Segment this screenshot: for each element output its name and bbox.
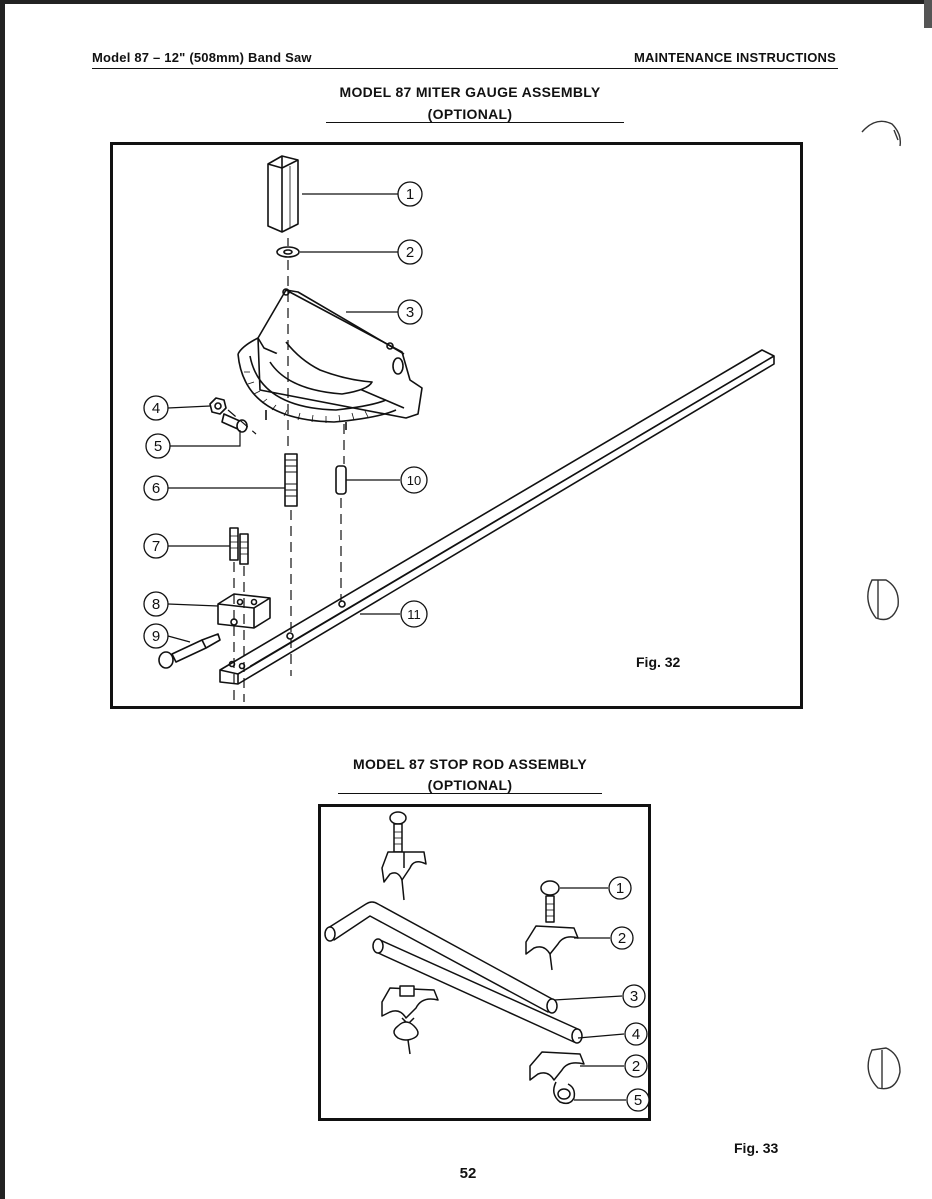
- clamp-right-top: [525, 880, 579, 971]
- figure33-subtitle: (OPTIONAL): [427, 777, 513, 793]
- threaded-stud-part: [284, 453, 298, 507]
- callout-11: [400, 600, 428, 628]
- figure33-label: Fig. 33: [734, 1140, 779, 1156]
- callout-9-label: 9: [152, 628, 160, 645]
- binder-hole-marks: [861, 120, 902, 1090]
- callout-1: [397, 181, 423, 207]
- rod-callout-2b: [624, 1054, 648, 1078]
- callout-11-label: 11: [407, 607, 421, 622]
- callout-1-label: 1: [406, 186, 414, 203]
- figure33-frame: [318, 804, 651, 1121]
- rod-callout-2a-label: 2: [618, 930, 626, 947]
- callout-2-label: 2: [406, 244, 414, 261]
- rod-callout-1-label: 1: [616, 880, 624, 897]
- callout-7-label: 7: [152, 538, 160, 555]
- figure32-frame: [110, 142, 803, 709]
- rod-callout-3: [622, 984, 646, 1008]
- callout-7: [143, 533, 169, 559]
- miter-gauge-body-part: [237, 288, 423, 430]
- knob-part: [267, 155, 299, 233]
- rod-callout-2a: [610, 926, 634, 950]
- rod-callout-5: [626, 1088, 650, 1112]
- callout-6: [143, 475, 169, 501]
- figure32-subtitle: (OPTIONAL): [427, 106, 513, 122]
- callout-5: [145, 433, 171, 459]
- rod-callout-1: [608, 876, 632, 900]
- rod-callout-5-label: 5: [634, 1092, 642, 1109]
- figure32-title: MODEL 87 MITER GAUGE ASSEMBLY: [339, 84, 601, 100]
- stop-rod-diagram: 1 2 3 4 2 5: [318, 804, 651, 1121]
- callout-8: [143, 591, 169, 617]
- callout-8-label: 8: [152, 596, 160, 613]
- bolt-part: [158, 633, 221, 669]
- rod-callout-2b-label: 2: [632, 1058, 640, 1075]
- callout-6-label: 6: [152, 480, 160, 497]
- washer-part: [276, 246, 300, 258]
- callout-3: [397, 299, 423, 325]
- header-rule: [92, 68, 838, 69]
- callout-2: [397, 239, 423, 265]
- rod-callout-4: [624, 1022, 648, 1046]
- clamp-lower-right: [529, 1051, 585, 1105]
- page-number: 52: [459, 1165, 477, 1182]
- pin-part: [335, 465, 347, 495]
- header-section-text: MAINTENANCE INSTRUCTIONS: [634, 50, 836, 65]
- callout-9: [143, 623, 169, 649]
- figure32-title-rule: [326, 122, 624, 123]
- callout-5-label: 5: [154, 438, 162, 455]
- callout-10: [400, 466, 428, 494]
- rod-callout-4-label: 4: [632, 1026, 640, 1043]
- nut-part: [209, 397, 227, 415]
- straight-rod-part: [372, 938, 583, 1044]
- figure33-title: MODEL 87 STOP ROD ASSEMBLY: [353, 756, 587, 772]
- miter-bar-part: [219, 349, 775, 685]
- callout-10-label: 10: [407, 473, 421, 488]
- clamp-top-left: [381, 811, 427, 901]
- figure32-label: Fig. 32: [636, 654, 681, 670]
- rod-callout-3-label: 3: [630, 988, 638, 1005]
- clamp-middle-left: [381, 985, 439, 1055]
- set-screws-part: [229, 527, 249, 565]
- callout-4: [143, 395, 169, 421]
- stop-rod-part: [324, 901, 558, 1014]
- miter-gauge-diagram: 1 2 3 4 5 6 7 8 9 10 11: [110, 142, 803, 709]
- callout-3-label: 3: [406, 304, 414, 321]
- figure33-title-rule: [338, 793, 602, 794]
- header-model-text: Model 87 – 12" (508mm) Band Saw: [92, 50, 312, 65]
- callout-4-label: 4: [152, 400, 160, 417]
